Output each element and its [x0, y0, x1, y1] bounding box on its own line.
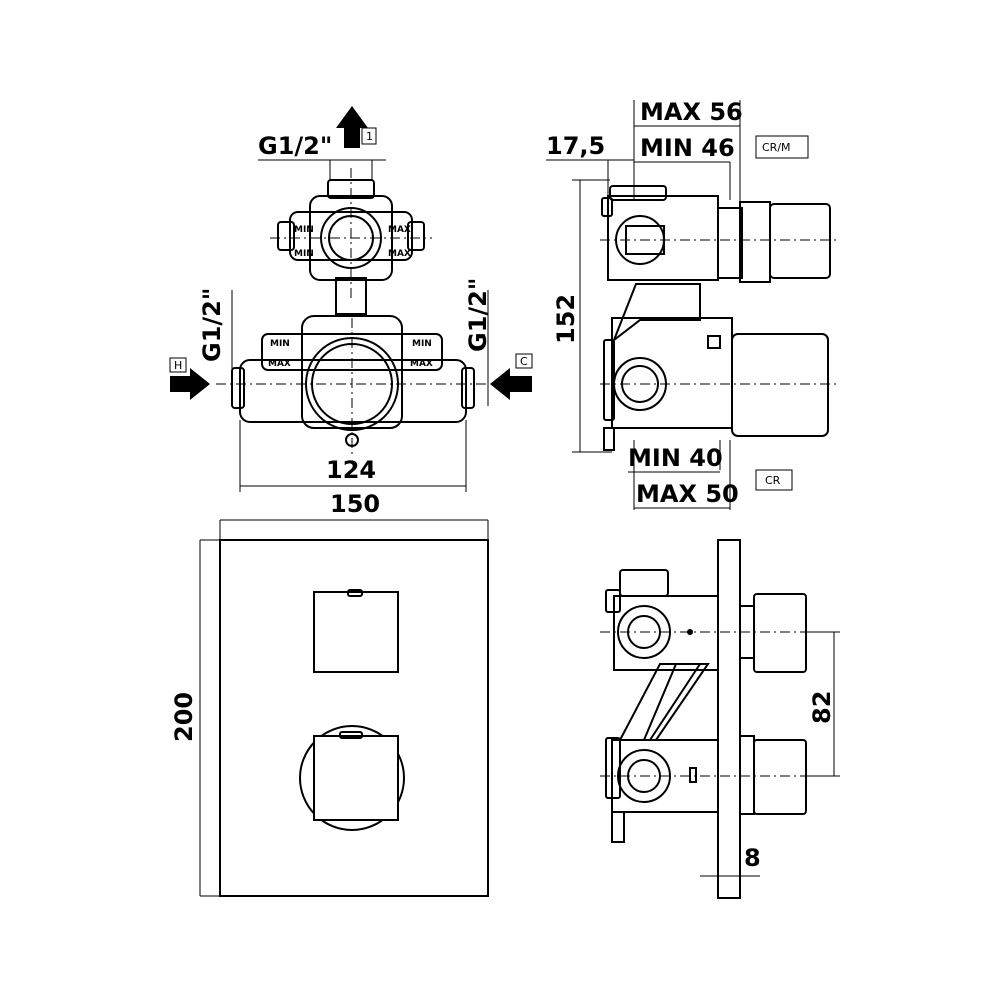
tag-top-box	[755, 135, 809, 159]
lower-marking-4: MAX	[410, 359, 433, 369]
front-plate-view: 150 200	[170, 490, 489, 897]
dim-top-min-label: MIN 46	[640, 134, 735, 162]
inlet-left-tag-box	[169, 357, 187, 373]
inlet-left-thread-label: G1/2"	[198, 288, 226, 362]
lower-marking-3: MIN	[412, 339, 432, 349]
inlet-right-tag: C	[520, 355, 528, 368]
side-body-view: MAX 56 17,5 MIN 46 CR/M	[546, 98, 840, 510]
thermostat-knob	[299, 725, 405, 831]
lower-marking-1: MIN	[270, 339, 290, 349]
dim-bottom-min-label: MIN 40	[628, 444, 723, 472]
body-width-label: 124	[326, 456, 376, 484]
cover-plate-edge	[717, 539, 741, 899]
inlet-left-arrow-icon	[170, 368, 210, 400]
upper-marking-2: MAX	[388, 225, 411, 235]
upper-marking-3: MIN	[294, 249, 314, 259]
outlet-thread-label: G1/2"	[258, 132, 332, 160]
outlet-arrow-icon	[336, 106, 368, 148]
front-body-view: 1 G1/2" MIN MAX MIN MAX	[169, 106, 533, 492]
inlet-left-tag: H	[174, 359, 182, 372]
side-plate-view: 82 8	[600, 539, 840, 899]
lower-thermostat-body: MIN MAX MIN MAX	[231, 315, 475, 447]
dim-top-max-label: MAX 56	[640, 98, 743, 126]
outlet-tag-box	[361, 127, 377, 145]
upper-marking-4: MAX	[388, 249, 411, 259]
knob-spacing-label: 82	[808, 691, 836, 724]
lower-marking-2: MAX	[268, 359, 291, 369]
plate-height-label: 200	[170, 692, 198, 742]
upper-marking-1: MIN	[294, 225, 314, 235]
cover-plate	[219, 539, 489, 897]
outlet-tag: 1	[366, 130, 373, 143]
inlet-right-arrow-icon	[490, 368, 532, 400]
tag-bottom-box	[755, 469, 793, 491]
dim-height-label: 152	[552, 294, 580, 344]
diverter-knob	[313, 589, 399, 673]
plate-width-label: 150	[330, 490, 380, 518]
tag-bottom: CR	[765, 474, 781, 487]
inlet-right-thread-label: G1/2"	[464, 278, 492, 352]
tag-top: CR/M	[762, 141, 791, 154]
inlet-right-tag-box	[515, 353, 533, 369]
plate-thickness-label: 8	[744, 844, 761, 872]
dim-bottom-max-label: MAX 50	[636, 480, 739, 508]
dim-offset-label: 17,5	[546, 132, 605, 160]
